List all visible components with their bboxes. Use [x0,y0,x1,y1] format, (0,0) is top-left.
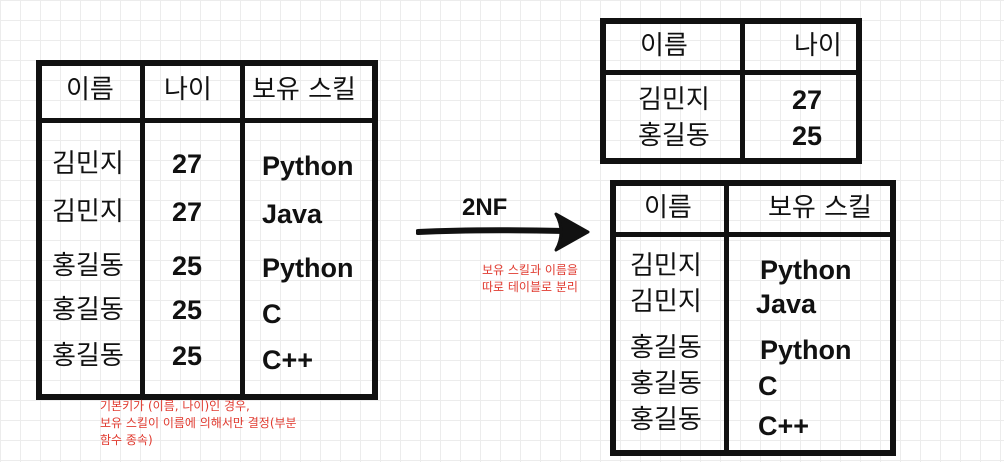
right-bottom-row-3-name: 홍길동 [630,333,702,363]
left-row-3-name: 홍길동 [52,251,124,281]
left-header-age: 나이 [164,75,212,105]
left-table [36,60,378,400]
right-bottom-row-2-skill: Java [756,289,817,319]
right-top-header-age: 나이 [794,31,842,61]
right-bottom-row-5-skill: C++ [758,411,810,441]
right-top-table [600,18,862,164]
right-bottom-col-divider [724,180,729,456]
right-bottom-row-4-name: 홍길동 [630,369,702,399]
left-table-col-divider-1 [140,60,145,400]
right-top-header-name: 이름 [640,31,688,61]
right-bottom-row-1-name: 김민지 [630,251,702,281]
right-bottom-header-divider [610,232,896,237]
arrow-note-line-2: 따로 테이블로 분리 [482,280,578,294]
right-top-row-2-name: 홍길동 [638,121,710,151]
right-bottom-row-3-skill: Python [760,335,852,365]
left-row-5-name: 홍길동 [52,341,124,371]
right-top-row-1-age: 27 [792,85,823,115]
left-row-2-name: 김민지 [52,197,124,227]
right-top-row-2-age: 25 [792,121,823,151]
left-row-1-age: 27 [172,149,203,179]
right-bottom-row-1-skill: Python [760,255,852,285]
right-arrow-icon [416,212,590,252]
left-row-4-name: 홍길동 [52,295,124,325]
right-bottom-row-4-skill: C [758,371,778,401]
arrow-label-2nf: 2NF [462,194,508,221]
right-top-header-divider [600,70,862,75]
arrow-note-line-1: 보유 스킬과 이름을 [482,263,578,277]
right-bottom-table [610,180,896,456]
left-note-line-3: 함수 종속) [100,433,153,447]
left-table-header-divider [36,118,378,123]
left-row-5-skill: C++ [262,345,314,375]
left-row-5-age: 25 [172,341,203,371]
left-header-name: 이름 [66,75,114,105]
right-bottom-row-2-name: 김민지 [630,287,702,317]
right-top-row-1-name: 김민지 [638,85,710,115]
right-top-col-divider [740,18,745,164]
left-row-2-skill: Java [262,199,323,229]
left-row-1-skill: Python [262,151,354,181]
left-row-3-skill: Python [262,253,354,283]
left-row-3-age: 25 [172,251,203,281]
left-row-1-name: 김민지 [52,149,124,179]
right-bottom-row-5-name: 홍길동 [630,405,702,435]
left-header-skill: 보유 스킬 [252,75,356,105]
right-bottom-header-name: 이름 [644,193,692,223]
left-row-4-age: 25 [172,295,203,325]
right-bottom-header-skill: 보유 스킬 [768,193,872,223]
left-row-2-age: 27 [172,197,203,227]
left-row-4-skill: C [262,299,282,329]
left-note-line-2: 보유 스킬이 이름에 의해서만 결정(부분 [100,416,297,430]
left-table-col-divider-2 [240,60,245,400]
left-note-line-1: 기본키가 (이름, 나이)인 경우, [100,399,250,413]
